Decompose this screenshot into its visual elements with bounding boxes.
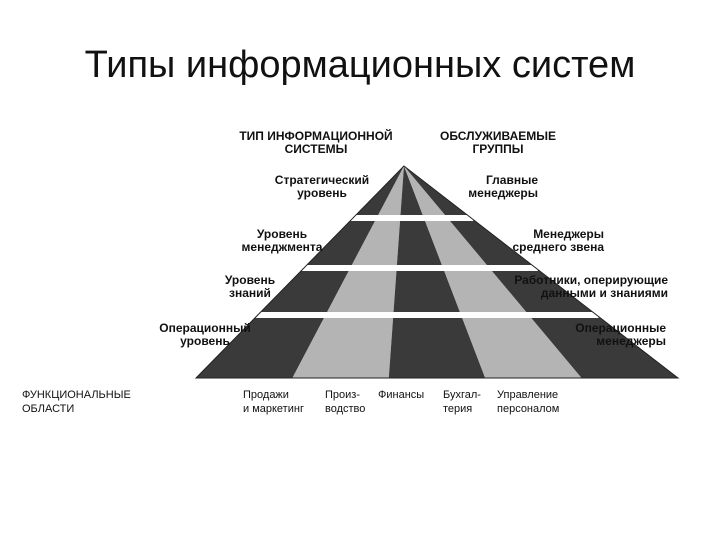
level-management-label: Уровень менеджмента xyxy=(241,227,323,254)
slide-title: Типы информационных систем xyxy=(84,44,636,86)
system-type-header: ТИП ИНФОРМАЦИОННОЙ СИСТЕМЫ xyxy=(239,129,393,156)
served-groups-header: ОБСЛУЖИВАЕМЫЕ ГРУППЫ xyxy=(439,129,556,156)
group-senior-managers-label: Главные менеджеры xyxy=(468,173,538,200)
area-accounting: Бухгал- терия xyxy=(443,389,481,415)
level-knowledge-label: Уровень знаний xyxy=(224,273,276,300)
area-sales-marketing: Продажи и маркетинг xyxy=(243,389,304,415)
area-human-resources: Управление персоналом xyxy=(497,389,560,415)
area-production: Произ- водство xyxy=(325,389,366,415)
group-operational-managers-label: Операционные менеджеры xyxy=(575,321,666,348)
level-strategic-label: Стратегический уровень xyxy=(274,173,370,200)
area-finance: Финансы xyxy=(378,389,425,401)
level-separator xyxy=(350,215,474,221)
level-separator xyxy=(255,312,599,318)
group-knowledge-workers-label: Работники, оперирующие данными и знаниям… xyxy=(514,273,668,300)
pyramid-outline xyxy=(194,165,680,379)
group-middle-managers-label: Менеджеры среднего звена xyxy=(512,227,605,254)
functional-areas-label: ФУНКЦИОНАЛЬНЫЕ ОБЛАСТИ xyxy=(22,389,131,415)
level-separator xyxy=(301,265,538,271)
level-operational-label: Операционный уровень xyxy=(159,321,251,348)
